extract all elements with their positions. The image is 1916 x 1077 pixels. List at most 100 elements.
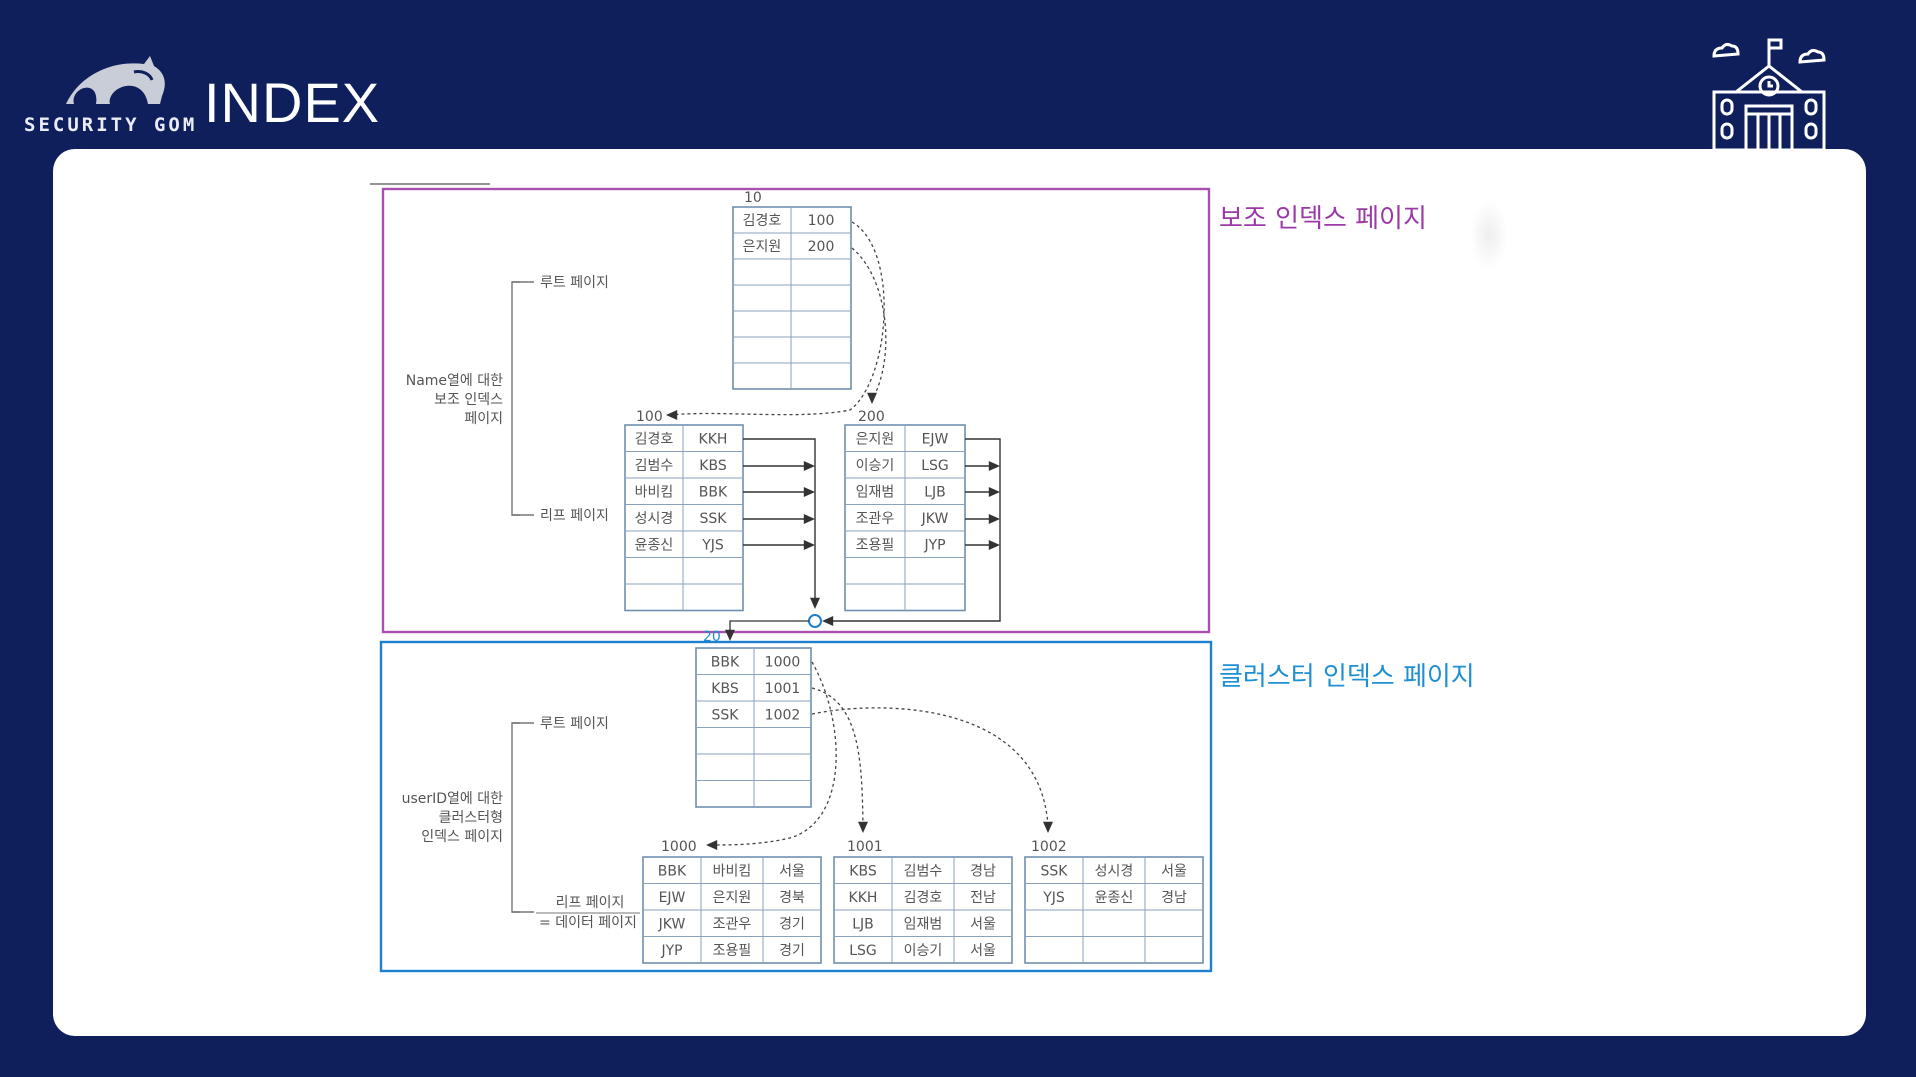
cluster-description: 인덱스 페이지 — [421, 829, 503, 845]
cluster-data-table-cell: 서울 — [779, 863, 805, 879]
cluster-data-table-cell: YJS — [1042, 890, 1065, 906]
cluster-data-table-cell: 임재범 — [904, 916, 943, 932]
page-number: 200 — [858, 409, 885, 425]
arrow-head — [988, 514, 1000, 524]
merge-pointer — [729, 620, 809, 636]
secondary-root-table-cell: 김경호 — [743, 213, 782, 229]
leaf-page-label: 리프 페이지 — [540, 508, 609, 524]
arrow-head — [988, 487, 1000, 497]
cluster-data-table-cell: 김경호 — [904, 890, 943, 906]
page-number: 100 — [636, 409, 663, 425]
secondary-leaf-table-cell: KKH — [699, 431, 728, 447]
cluster-root-table-cell: BBK — [711, 654, 740, 670]
cluster-root-table-cell: KBS — [711, 681, 739, 697]
secondary-leaf-table-cell: 성시경 — [635, 511, 674, 527]
cluster-index-frame — [379, 640, 1213, 973]
merge-node-icon — [808, 614, 822, 628]
cluster-data-table-cell: 경북 — [779, 890, 805, 906]
arrow-head — [706, 840, 718, 850]
secondary-leaf-table-cell: SSK — [700, 511, 728, 527]
secondary-leaf-table-cell: 임재범 — [856, 484, 895, 500]
cluster-data-table-cell: 경남 — [1161, 890, 1187, 906]
secondary-bracket — [511, 281, 520, 516]
secondary-leaf-table-cell: JKW — [921, 511, 949, 527]
cluster-root-table-cell: 1002 — [765, 707, 801, 723]
cluster-data-table-cell: LJB — [852, 916, 874, 932]
cluster-data-table-cell: 서울 — [1161, 863, 1187, 879]
arrow-head — [666, 410, 678, 420]
cluster-root-table-cell: 1000 — [765, 654, 801, 670]
cluster-description: userID열에 대한 — [402, 791, 504, 807]
arrow-head — [988, 540, 1000, 550]
secondary-leaf-table-frame — [624, 424, 744, 612]
root-page-label: 루트 페이지 — [540, 275, 609, 291]
cluster-data-table-cell: 윤종신 — [1095, 890, 1134, 906]
dashed-pointer — [711, 661, 837, 846]
cluster-description: 클러스터형 — [439, 810, 503, 826]
secondary-leaf-table-cell: 바비킴 — [635, 484, 674, 500]
page-number: 10 — [744, 190, 762, 206]
secondary-leaf-table-cell: 김경호 — [635, 431, 674, 447]
secondary-leaf-table-cell: 이승기 — [856, 458, 895, 474]
secondary-leaf-table-cell: YJS — [701, 537, 724, 553]
cluster-data-table-cell: 김범수 — [904, 863, 943, 879]
cluster-data-table-cell: JYP — [660, 943, 682, 959]
secondary-leaf-table-cell: 조용필 — [856, 537, 895, 553]
cluster-data-table-cell: JKW — [658, 916, 686, 932]
arrow-head — [1043, 821, 1053, 833]
secondary-leaf-table-cell: 은지원 — [856, 431, 895, 447]
secondary-leaf-table-cell: JYP — [923, 537, 945, 553]
security-gom-logo-icon — [66, 56, 165, 104]
cluster-data-table-cell: KKH — [849, 890, 878, 906]
arrow-head — [803, 514, 815, 524]
cluster-data-table-cell: 성시경 — [1095, 863, 1134, 879]
leaf-pointer — [743, 438, 816, 606]
cluster-data-table-cell: BBK — [658, 863, 687, 879]
secondary-index-label: 보조 인덱스 페이지 — [1219, 204, 1427, 234]
secondary-leaf-table-cell: 윤종신 — [635, 537, 674, 553]
fade-artifact — [1470, 200, 1508, 270]
cluster-bracket — [511, 722, 520, 913]
dashed-pointer — [811, 687, 864, 827]
arrow-head — [822, 616, 834, 626]
cluster-data-table-cell: 경기 — [779, 916, 805, 932]
cluster-data-table-cell: 전남 — [970, 890, 996, 906]
cluster-data-table-cell: 조용필 — [713, 943, 752, 959]
page-number: 20 — [703, 629, 721, 645]
secondary-root-table-cell: 100 — [808, 213, 835, 229]
page-number: 1000 — [661, 839, 697, 855]
page-number: 1002 — [1031, 839, 1067, 855]
cluster-data-table-cell: EJW — [659, 890, 686, 906]
cluster-data-table-cell: LSG — [849, 943, 877, 959]
page-number: 1001 — [847, 839, 883, 855]
dashed-pointer — [851, 247, 887, 401]
leaf-page-label: 리프 페이지 — [556, 895, 625, 911]
cluster-data-table-cell: KBS — [849, 863, 877, 879]
secondary-leaf-table-cell: EJW — [922, 431, 949, 447]
secondary-description: Name열에 대한 — [406, 373, 503, 389]
root-page-label: 루트 페이지 — [540, 716, 609, 732]
secondary-index-frame — [381, 187, 1211, 634]
secondary-root-table-cell: 200 — [808, 239, 835, 255]
secondary-root-table-cell: 은지원 — [743, 239, 782, 255]
logo-text: SECURITY GOM — [24, 114, 198, 136]
arrow-head — [810, 597, 820, 609]
cluster-data-table-cell: 바비킴 — [713, 863, 752, 879]
cluster-root-table-cell: SSK — [712, 707, 740, 723]
cluster-data-table-cell: 서울 — [970, 943, 996, 959]
arrow-head — [803, 540, 815, 550]
cluster-data-table-cell: 경기 — [779, 943, 805, 959]
leaf-page-label: = 데이터 페이지 — [539, 915, 637, 931]
secondary-description: 보조 인덱스 — [434, 392, 503, 408]
secondary-leaf-table-cell: LSG — [921, 458, 949, 474]
cluster-data-table-cell: 은지원 — [713, 890, 752, 906]
arrow-head — [858, 821, 868, 833]
secondary-leaf-table-cell: KBS — [699, 458, 727, 474]
arrow-head — [867, 392, 877, 404]
cluster-data-table-cell: 조관우 — [713, 916, 752, 932]
page-title: INDEX — [204, 71, 381, 134]
arrow-head — [988, 461, 1000, 471]
secondary-leaf-table-cell: 김범수 — [635, 458, 674, 474]
dashed-pointer — [811, 707, 1049, 827]
